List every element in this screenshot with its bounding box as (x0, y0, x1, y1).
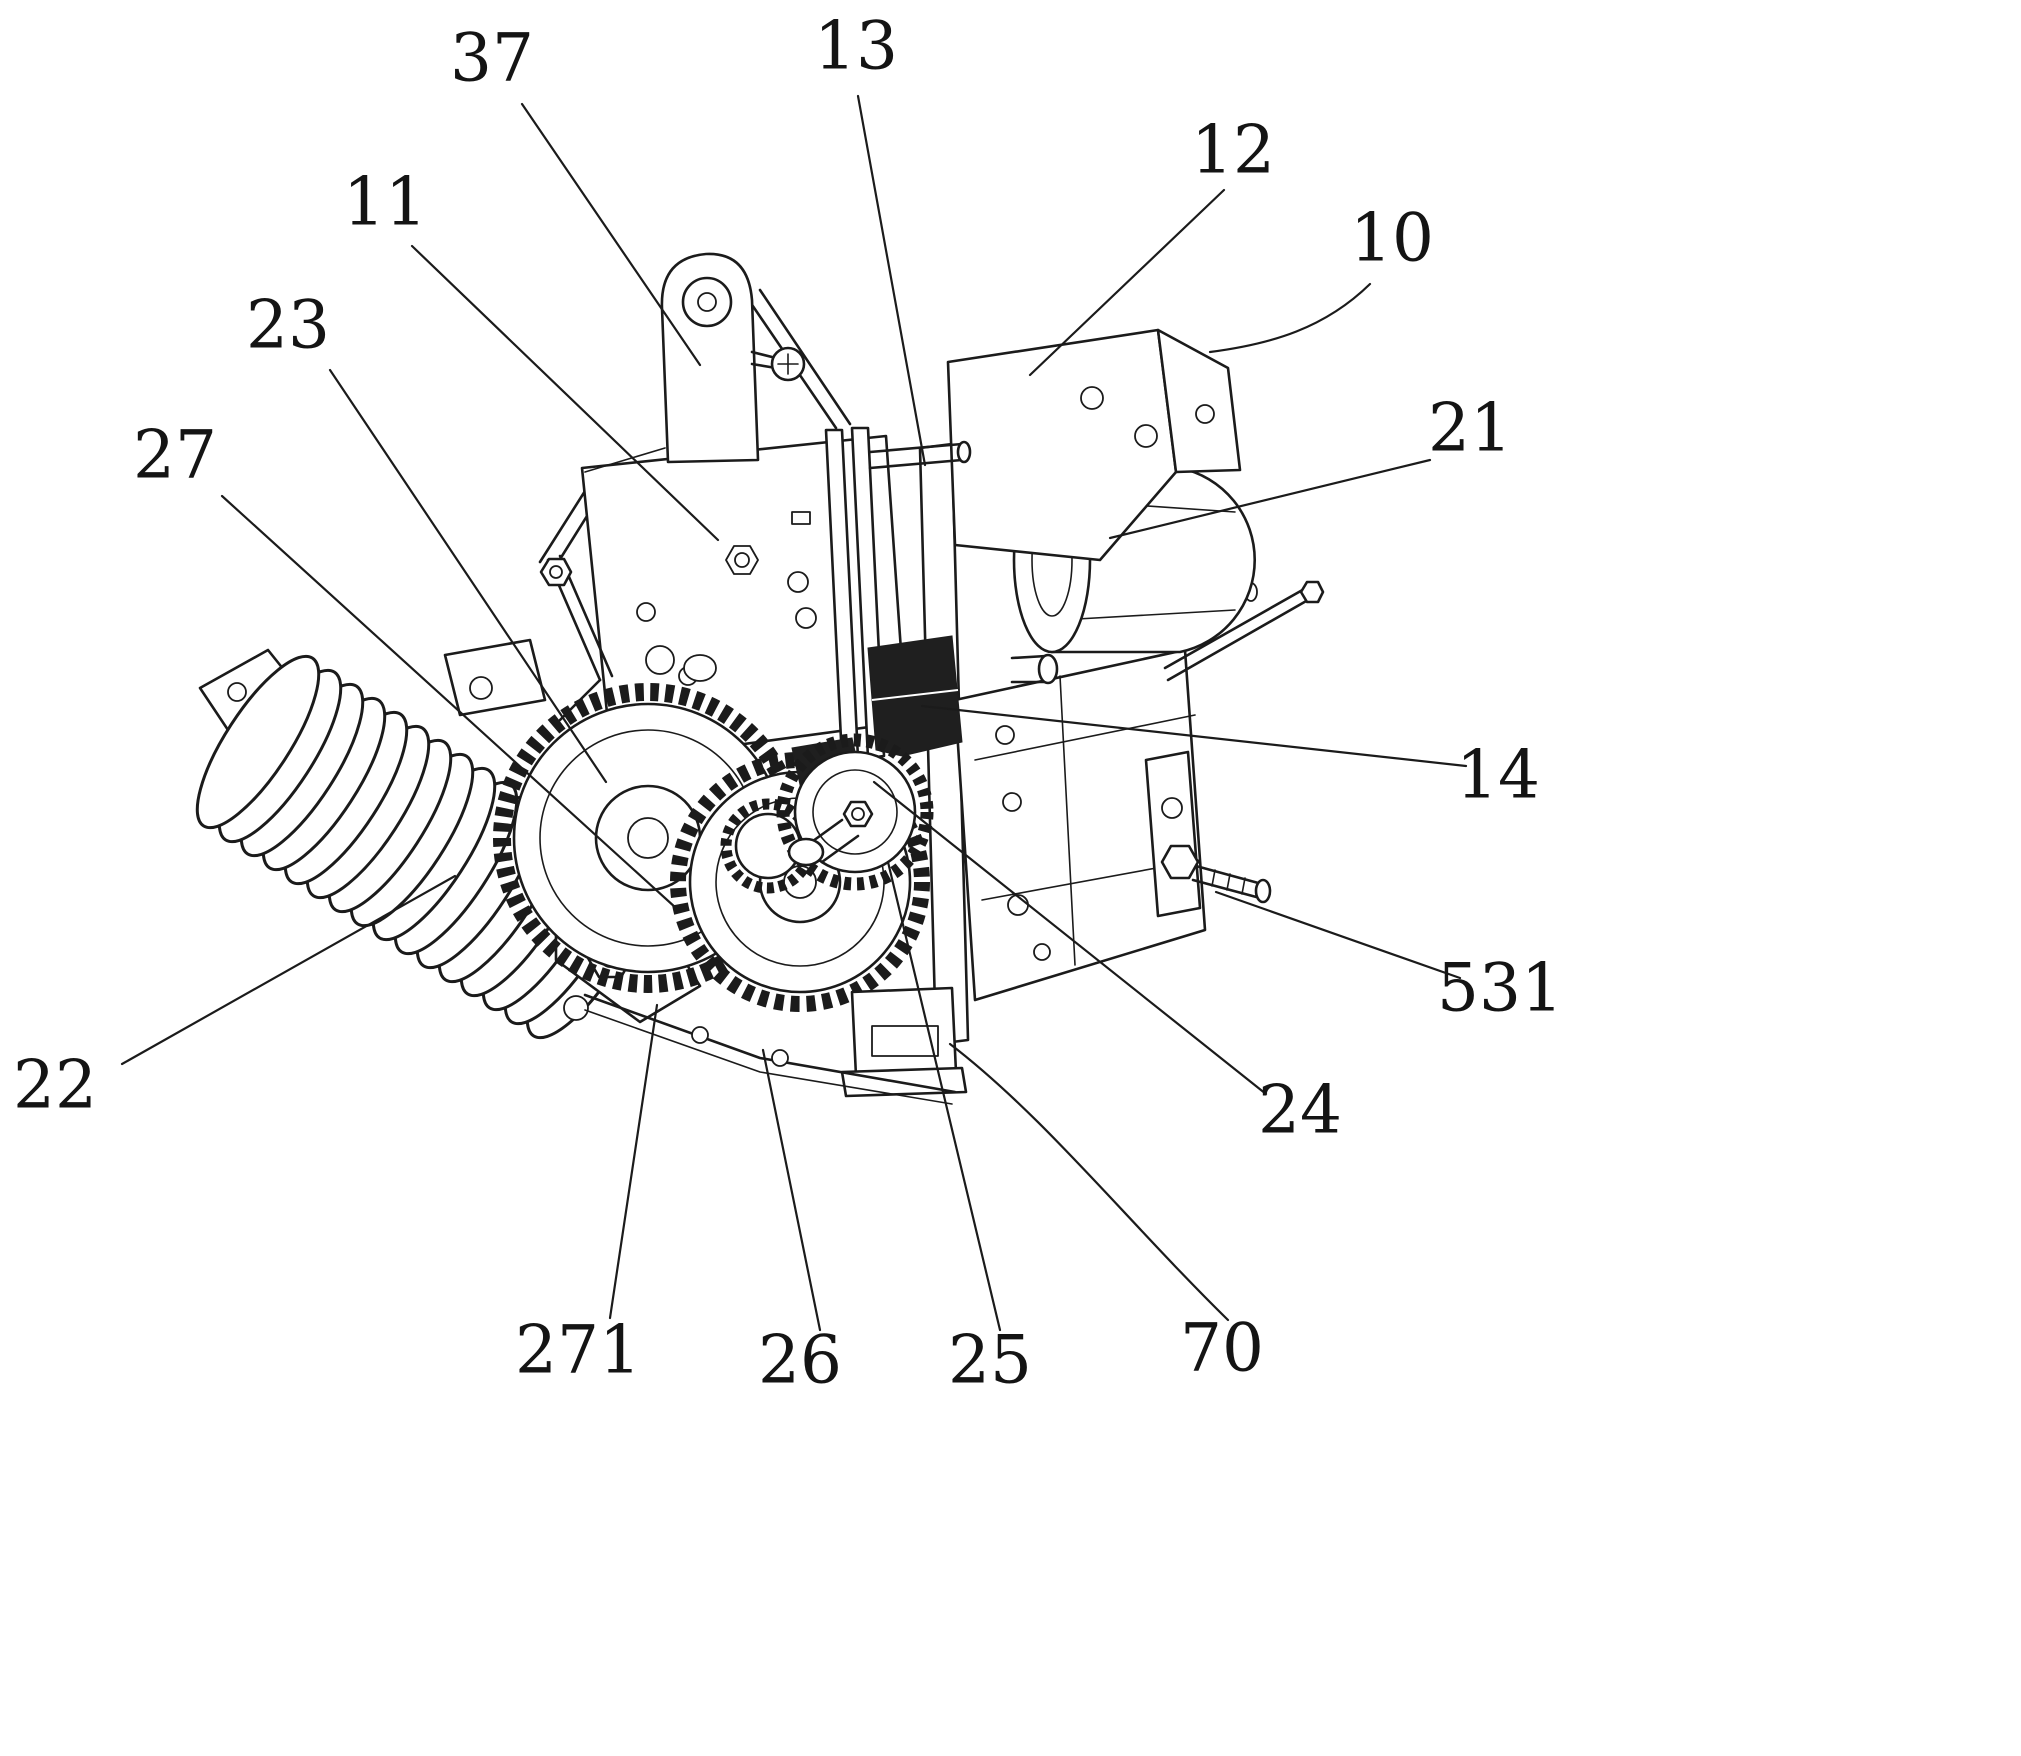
leader-24 (872, 780, 1268, 1096)
ref-label-11: 11 (343, 164, 427, 241)
leader-lines (120, 94, 1468, 1332)
ref-label-21: 21 (1428, 390, 1512, 467)
machine-drawing (175, 252, 1325, 1105)
ref-label-13: 13 (814, 8, 898, 85)
left-linkage (443, 554, 614, 722)
ref-label-10: 10 (1350, 200, 1434, 277)
leader-12 (1028, 188, 1226, 377)
ref-label-37: 37 (450, 20, 534, 97)
ref-label-26: 26 (758, 1322, 842, 1399)
pivot-shaft (868, 440, 972, 470)
ref-labels: 37 13 12 10 11 23 27 21 14 531 22 24 271… (13, 8, 1563, 1399)
ref-label-271: 271 (515, 1312, 641, 1389)
leader-26 (761, 1048, 822, 1332)
leader-10 (1208, 282, 1372, 354)
top-bracket (946, 328, 1242, 562)
rear-frame (918, 442, 1325, 1046)
leader-25 (886, 860, 1002, 1332)
ref-label-22: 22 (13, 1047, 97, 1124)
leader-70 (948, 1042, 1230, 1322)
top-arm (660, 252, 852, 464)
ref-label-70: 70 (1180, 1310, 1264, 1387)
ref-label-12: 12 (1191, 112, 1275, 189)
leader-13 (856, 94, 927, 467)
leader-21 (1108, 458, 1432, 540)
ref-label-14: 14 (1456, 737, 1540, 814)
ref-label-24: 24 (1258, 1072, 1342, 1149)
base (583, 993, 957, 1105)
bolt-531 (1160, 844, 1272, 904)
leader-11 (410, 244, 720, 542)
leader-22 (120, 874, 457, 1066)
ref-label-25: 25 (948, 1322, 1032, 1399)
ref-label-531: 531 (1437, 950, 1563, 1027)
leader-37 (520, 102, 702, 367)
ref-label-23: 23 (246, 287, 330, 364)
leader-27 (220, 494, 678, 910)
gear-train (493, 635, 963, 1012)
bottom-bracket (840, 986, 968, 1098)
leader-531 (1214, 890, 1462, 980)
leader-14 (920, 704, 1468, 768)
leader-23 (328, 368, 608, 784)
ref-label-27: 27 (133, 417, 217, 494)
leader-271 (608, 1003, 659, 1320)
sprocket (776, 733, 934, 891)
spring (175, 639, 671, 1055)
